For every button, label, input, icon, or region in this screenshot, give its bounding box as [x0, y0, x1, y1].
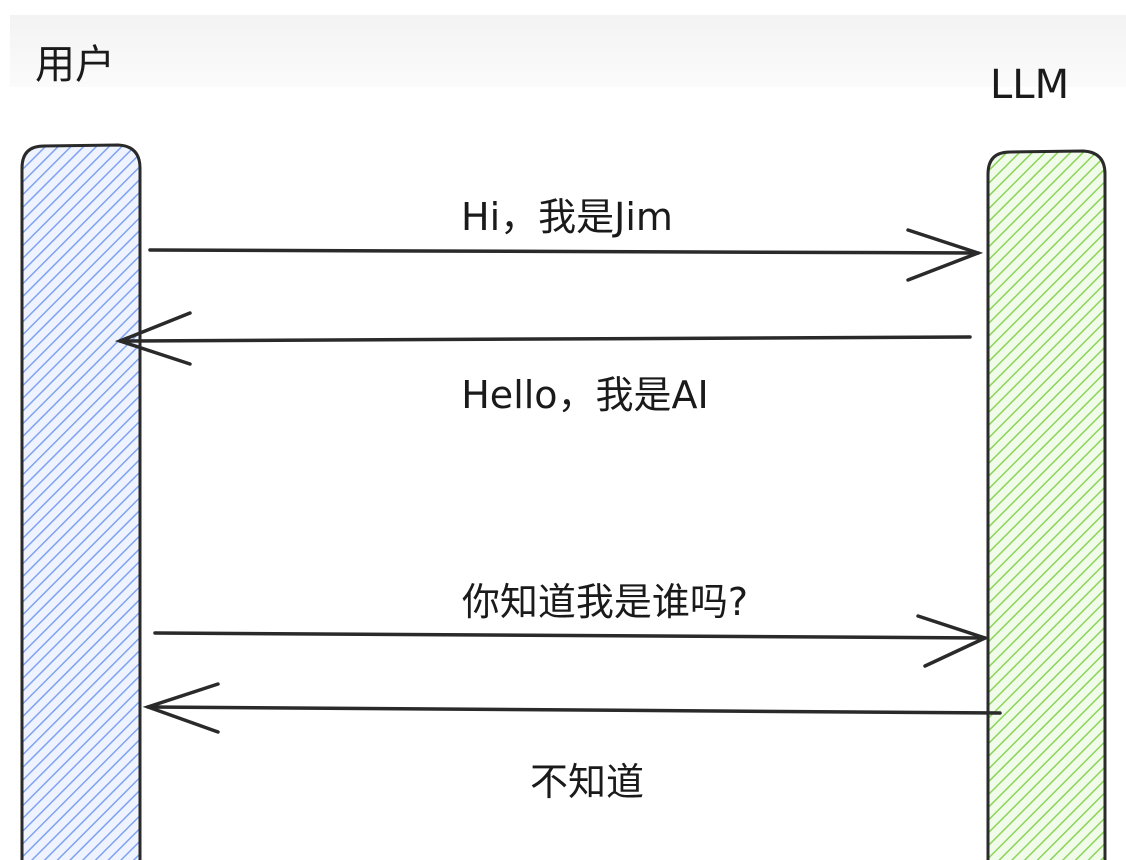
message-label-2: Hello，我是AI: [461, 373, 709, 417]
participant-llm-label: LLM: [990, 62, 1069, 108]
message-arrow-2: [114, 311, 972, 366]
message-label-4: 不知道: [530, 760, 644, 804]
header-band: [10, 15, 1126, 87]
message-label-3: 你知道我是谁吗?: [462, 580, 748, 624]
participant-user-label: 用户: [35, 42, 115, 88]
message-arrow-3: [153, 614, 990, 668]
message-arrow-1: [148, 228, 984, 282]
message-label-1: Hi，我是Jim: [461, 195, 673, 239]
user-lifeline: [20, 143, 142, 860]
llm-lifeline: [986, 149, 1107, 860]
message-arrow-4: [142, 682, 1002, 734]
